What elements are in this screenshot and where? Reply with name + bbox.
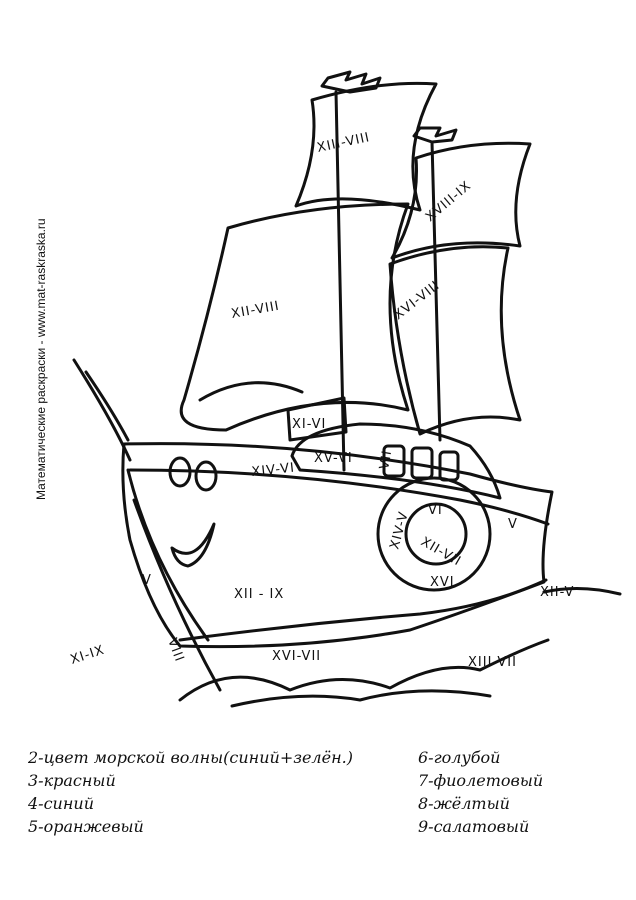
legend-item: 3-красный [28,771,116,790]
cabin-window-1 [382,444,406,478]
region-label: V [142,573,152,588]
coloring-ship-drawing: XIII-VIII XVIII-IX XII-VIII XVI-VIII XI-… [69,70,622,708]
region-label: XII - IX [234,587,284,602]
legend-item: 4-синий [28,794,94,813]
flag-small-shape [286,396,348,442]
region-label: XII-V [540,585,574,600]
region-label: VI [428,503,443,518]
sail-top-right-shape [390,141,532,260]
region-label: XII-VIII [230,299,281,322]
region-label: XV-VI [314,451,353,466]
legend-item: 8-жёлтый [418,794,510,813]
region-label: XVIII-IX [423,178,475,225]
hull-bow-curve-2 [132,498,222,692]
lifebuoy-outer [376,476,492,592]
mouth [170,522,216,568]
flag-top [320,70,382,94]
hull-mid-band [178,578,548,642]
region-label: VII [377,449,395,471]
sea-wave-bottom [230,689,492,708]
flag-right [412,126,458,144]
eye-right [194,460,218,492]
region-label: V [508,517,518,532]
sail-main-fold [198,381,304,402]
site-credit: Математические раскраски - www.mat-raskr… [34,218,48,500]
legend-item: 5-оранжевый [28,817,144,836]
mast-main [334,90,346,472]
hull-outline [121,442,554,649]
legend-item: 6-голубой [418,748,501,767]
cabin-window-3 [438,450,460,482]
sea-waves [178,638,550,702]
region-label: XIV-VI [251,461,296,480]
eye-left [168,456,192,488]
sail-top-shape [294,81,438,212]
bowsprit [72,358,132,462]
cabin-shape [290,422,502,500]
sail-main-shape [179,202,410,432]
hull-bow-curve [126,468,210,642]
region-label: XIII-VIII [316,130,372,156]
region-label: XVI-VII [272,649,321,664]
legend-item: 2-цвет морской волны(синий+зелён.) [28,748,353,767]
sail-right-shape [388,245,522,436]
legend-item: 7-фиолетовый [418,771,544,790]
lifebuoy-inner [404,502,468,566]
legend-item: 9-салатовый [418,817,530,836]
color-legend-left: 2-цвет морской волны(синий+зелён.) 3-кра… [28,746,353,838]
region-label: XI-VI [292,417,326,432]
mast-fore [430,140,442,442]
region-label: XI-IX [69,643,107,668]
region-label: XVI [430,575,455,590]
color-legend-right: 6-голубой 7-фиолетовый 8-жёлтый 9-салато… [418,746,543,838]
sea-wave-right [542,586,622,596]
region-label: XIII-VII [468,655,517,670]
